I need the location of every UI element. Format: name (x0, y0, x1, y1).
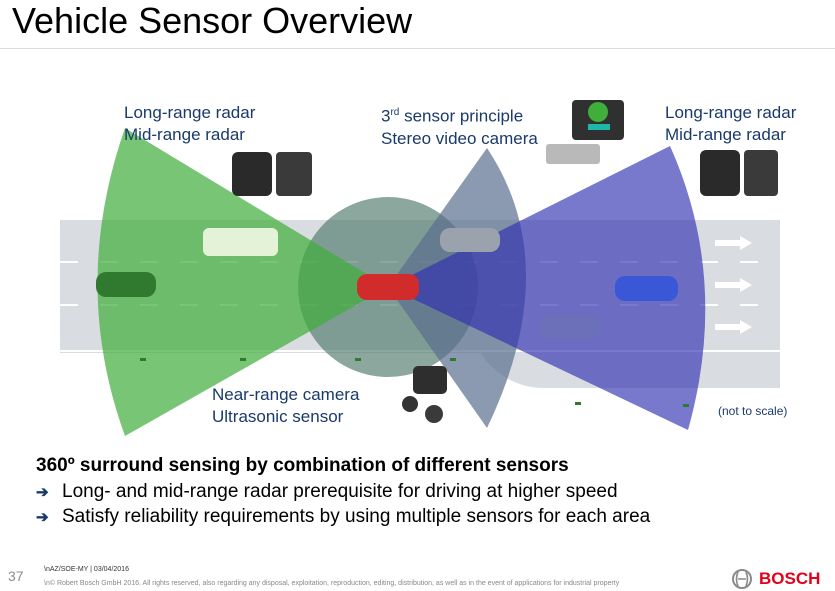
headline: 360º surround sensing by combination of … (36, 455, 569, 476)
sensor-diagram (60, 100, 780, 436)
page-title: Vehicle Sensor Overview (12, 0, 413, 41)
near-line2: Ultrasonic sensor (212, 407, 344, 426)
scale-note: (not to scale) (718, 404, 788, 418)
right-radar-label: Long-range radar Mid-range radar (665, 102, 796, 146)
near-range-label: Near-range camera Ultrasonic sensor (212, 384, 359, 428)
direction-arrows (715, 236, 752, 334)
stereo-line2: Stereo video camera (381, 128, 538, 148)
left-long-range-cone (97, 128, 388, 436)
blue-car-lower (540, 315, 600, 339)
stereo-line1-rest: sensor principle (399, 106, 524, 126)
blue-car-front (615, 276, 678, 301)
right-long-range-cone (388, 146, 706, 430)
radar-sensor-left-icon (232, 152, 312, 196)
left-radar-line1: Long-range radar (124, 103, 256, 122)
stereo-line1: 3rd sensor principle (381, 102, 538, 128)
left-radar-label: Long-range radar Mid-range radar (124, 102, 255, 146)
ultrasonic-camera-icon (402, 366, 447, 423)
radar-sensor-right-icon (700, 150, 778, 196)
road-markers (140, 358, 689, 407)
green-car (96, 272, 156, 297)
footer-copyright: \n© Robert Bosch GmbH 2016. All rights r… (44, 580, 620, 587)
page-number: 37 (8, 568, 24, 584)
near-line1: Near-range camera (212, 385, 360, 404)
white-van (203, 228, 278, 256)
bullet-item: ➔ Long- and mid-range radar prerequisite … (36, 481, 618, 503)
ego-car (357, 274, 419, 300)
ordinal-number: 3 (381, 106, 391, 126)
arrow-icon: ➔ (36, 484, 49, 501)
ordinal-suffix: rd (390, 107, 400, 118)
vehicles (96, 228, 678, 339)
bosch-logo-icon (732, 569, 752, 589)
bullet-text: Satisfy reliability requirements by usin… (62, 506, 651, 527)
right-radar-line1: Long-range radar (665, 103, 797, 122)
left-radar-line2: Mid-range radar (124, 125, 245, 144)
bosch-logo-text: BOSCH (759, 569, 821, 588)
right-radar-line2: Mid-range radar (665, 125, 786, 144)
title-divider (0, 48, 835, 49)
footer-department: \nAZ/SOE-MY | 03/04/2016 (44, 566, 129, 573)
bullet-text: Long- and mid-range radar prerequisite f… (62, 481, 618, 502)
bullet-item: ➔ Satisfy reliability requirements by usi… (36, 506, 650, 528)
stereo-label: 3rd sensor principle Stereo video camera (381, 102, 538, 150)
gray-car (440, 228, 500, 252)
arrow-icon: ➔ (36, 509, 49, 526)
stereo-camera-icon (546, 100, 624, 164)
